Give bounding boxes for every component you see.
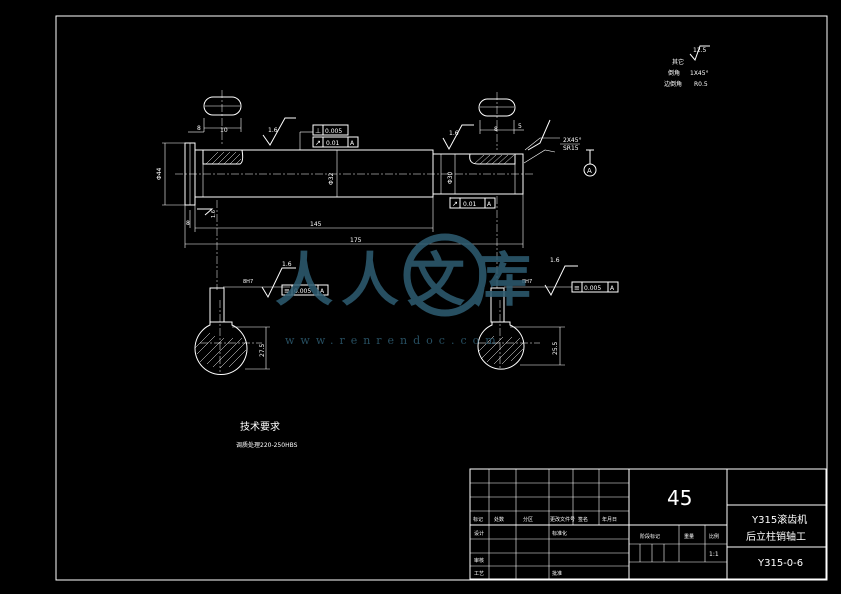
svg-text:A: A <box>587 167 592 175</box>
tech-requirements-title: 技术要求 <box>240 420 280 433</box>
taper-note-2: SR15 <box>563 145 579 152</box>
tech-requirements-body: 调质处理220-250HBS <box>236 441 298 449</box>
left-keyway-top-view <box>203 96 242 116</box>
roughness-mark-top-left: 1.6 <box>262 117 296 146</box>
tb-header-4: 签名 <box>578 516 588 523</box>
tol-sym-left: 0.005 <box>294 288 311 295</box>
tol-right-label: 8H7 <box>522 279 532 285</box>
tb-header-3: 更改文件号 <box>550 516 575 523</box>
left-cross-section <box>194 287 262 376</box>
tb-label-design: 设计 <box>474 530 484 537</box>
key-width-left-dim: 10 <box>220 127 228 134</box>
roughness-value-2: 1.6 <box>449 130 459 137</box>
section-left-depth-dim: 27.5 <box>259 343 266 357</box>
watermark: 人人文库 www.renrendoc.com <box>275 233 539 347</box>
key-width-right-dim: 8 <box>494 126 498 133</box>
svg-text:↗: ↗ <box>315 139 321 147</box>
note-value-1: 1X45° <box>690 70 709 77</box>
svg-text:A: A <box>610 285 615 292</box>
drawing-frame <box>55 15 828 581</box>
phi-left-dim: Φ44 <box>156 167 163 180</box>
section-right-depth-dim: 25.5 <box>552 341 559 355</box>
roughness-value-0: 12.5 <box>693 47 707 54</box>
svg-text:≡: ≡ <box>574 284 580 292</box>
drawing-number: Y315-0-6 <box>757 558 803 569</box>
tol-runout-2: 0.01 <box>463 201 477 208</box>
total-length-dim: 175 <box>350 237 362 244</box>
tb-header-2: 分区 <box>523 516 533 523</box>
scale-value: 1:1 <box>709 551 719 558</box>
tb-label-weight: 重量 <box>684 533 694 540</box>
section-right-annotations: 1.6 8H7 ≡ 0.005 A <box>504 257 619 297</box>
svg-text:↗: ↗ <box>452 200 458 208</box>
left-keyway-section <box>202 149 244 165</box>
tb-header-1: 处数 <box>494 516 504 523</box>
runout-frame-1: ↗ 0.01 A <box>312 136 359 148</box>
key-offset-left-dim: 8 <box>197 125 201 132</box>
svg-text:⊥: ⊥ <box>315 127 321 135</box>
general-notes: 12.5 其它 倒角 1X45° 边倒角 R0.5 <box>664 45 710 88</box>
material-label: 45 <box>667 486 692 510</box>
watermark-url: www.renrendoc.com <box>285 334 502 347</box>
key-offset-right-dim: 5 <box>518 123 522 130</box>
roughness-mark-top-right: 1.6 <box>442 124 474 151</box>
shaft-length-dim: 145 <box>310 221 322 228</box>
left-thickness-dim: 8 <box>186 220 190 227</box>
svg-text:≡: ≡ <box>284 287 290 295</box>
section-left-annotations: 1.6 8H7 ≡ 0.005 A <box>223 261 329 299</box>
tol-perp: 0.005 <box>325 128 342 135</box>
tb-label-review: 审核 <box>474 557 484 564</box>
perpendicularity-frame: ⊥ 0.005 <box>312 124 349 136</box>
tb-header-0: 标记 <box>473 516 483 523</box>
tb-label-scale: 比例 <box>709 533 719 540</box>
svg-text:A: A <box>320 288 325 295</box>
drawing-title-line2: 后立柱销轴工 <box>746 530 806 543</box>
tb-label-process: 工艺 <box>474 571 484 577</box>
roughness-value-1: 1.6 <box>268 127 278 134</box>
note-label-1: 其它 <box>672 58 684 66</box>
right-cross-section <box>477 287 540 370</box>
roughness-value-3: 1.6 <box>282 261 292 268</box>
tb-header-5: 年月日 <box>602 516 617 523</box>
tol-runout-1: 0.01 <box>326 140 340 147</box>
title-block <box>469 468 827 580</box>
phi-right-dim: Φ30 <box>447 171 454 184</box>
taper-note-1: 2X45° <box>563 137 582 144</box>
tol-sym-right: 0.005 <box>584 285 601 292</box>
tb-label-stage: 阶段标记 <box>640 533 660 540</box>
note-label-2: 倒角 <box>668 69 680 77</box>
watermark-text: 人人文库 <box>275 246 539 314</box>
note-label-3: 边倒角 <box>664 80 682 88</box>
tb-label-approve: 批准 <box>552 570 562 577</box>
right-keyway-section <box>469 153 516 165</box>
svg-text:A: A <box>350 140 355 147</box>
svg-text:A: A <box>487 201 492 208</box>
roughness-value-4: 1.6 <box>550 257 560 264</box>
datum-a-marker: A <box>583 149 597 177</box>
runout-frame-2: ↗ 0.01 A <box>449 197 496 209</box>
note-value-2: R0.5 <box>694 81 708 88</box>
tol-left-label: 8H7 <box>243 279 253 285</box>
tb-label-standard: 标准化 <box>552 530 567 537</box>
phi-main-dim: Φ32 <box>328 172 335 185</box>
face-roughness-dim: 1.6 <box>211 210 217 218</box>
drawing-title-line1: Y315滚齿机 <box>751 513 807 526</box>
